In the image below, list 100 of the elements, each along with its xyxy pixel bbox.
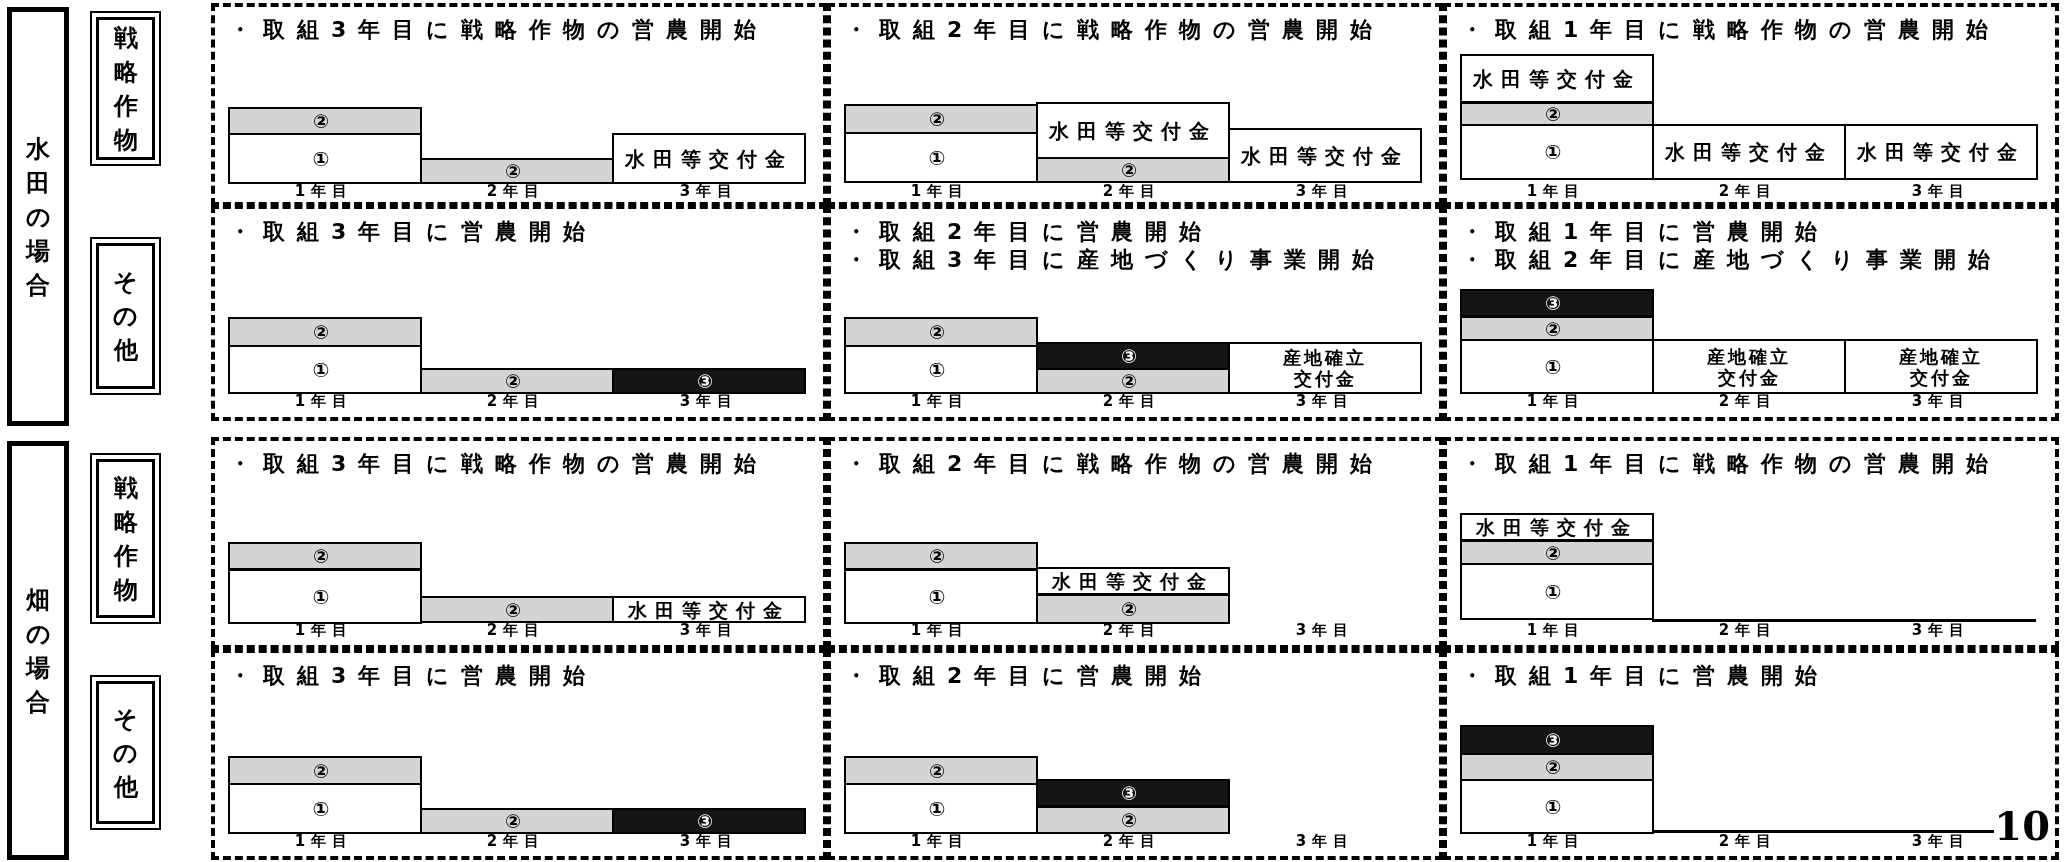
bar-segment: ② xyxy=(420,368,614,394)
header-text: ・取組1年目に戦略作物の営農開始 xyxy=(1461,17,2001,43)
vertical-label: 戦略作物 xyxy=(112,22,139,156)
year-label: 3年目 xyxy=(1910,183,1972,200)
label-box xyxy=(90,11,161,166)
bar-segment: ③ xyxy=(612,368,806,394)
header-text: ・取組2年目に産地づくり事業開始 xyxy=(1461,247,2003,273)
dashed-panel xyxy=(211,437,827,649)
year-label: 1年目 xyxy=(293,833,355,850)
dashed-panel xyxy=(827,205,1443,421)
bar-segment: 水田等交付金 xyxy=(1228,128,1422,183)
year-label: 2年目 xyxy=(1717,183,1779,200)
year-label: 1年目 xyxy=(1525,393,1587,410)
bar-segment: ① xyxy=(844,132,1038,183)
bar-segment: ② xyxy=(1460,316,1654,342)
year-label: 1年目 xyxy=(909,393,971,410)
vertical-label: その他 xyxy=(112,267,139,366)
dashed-panel xyxy=(211,205,827,421)
year-label: 2年目 xyxy=(1717,622,1779,639)
year-label: 2年目 xyxy=(1101,833,1163,850)
header-text: ・取組2年目に営農開始 xyxy=(845,219,1214,245)
year-label: 3年目 xyxy=(1910,833,1972,850)
dashed-panel xyxy=(1443,649,2059,860)
bar-segment: ② xyxy=(1036,806,1230,834)
bar-segment: ③ xyxy=(1460,725,1654,755)
bar-segment: ② xyxy=(420,596,614,623)
year-label: 2年目 xyxy=(485,622,547,639)
dashed-panel xyxy=(1443,3,2059,206)
vertical-label: 戦略作物 xyxy=(112,472,139,606)
year-label: 1年目 xyxy=(1525,183,1587,200)
header-text: ・取組3年目に産地づくり事業開始 xyxy=(845,247,1387,273)
bar-segment: ① xyxy=(1460,779,1654,834)
bar-segment: ① xyxy=(844,569,1038,624)
bar-segment: ② xyxy=(844,756,1038,786)
header-text: ・取組1年目に戦略作物の営農開始 xyxy=(1461,451,2001,477)
header-text: ・取組1年目に営農開始 xyxy=(1461,663,1830,689)
bar-segment: ② xyxy=(1460,102,1654,126)
year-label: 3年目 xyxy=(1294,393,1356,410)
header-text: ・取組2年目に営農開始 xyxy=(845,663,1214,689)
header-text: ・取組1年目に営農開始 xyxy=(1461,219,1830,245)
year-label: 2年目 xyxy=(1101,393,1163,410)
bar-segment: ② xyxy=(1036,594,1230,624)
header-text: ・取組3年目に戦略作物の営農開始 xyxy=(229,451,769,477)
year-label: 1年目 xyxy=(293,393,355,410)
year-label: 1年目 xyxy=(1525,833,1587,850)
bar-segment: ③ xyxy=(612,808,806,834)
year-label: 2年目 xyxy=(1717,393,1779,410)
bar-segment: ① xyxy=(844,783,1038,834)
vertical-label: その他 xyxy=(112,703,139,803)
bar-segment: 水田等交付金 xyxy=(1460,513,1654,541)
label-box xyxy=(7,441,69,860)
bar-segment: 水田等交付金 xyxy=(612,596,806,623)
year-label: 3年目 xyxy=(678,183,740,200)
header-text: ・取組2年目に戦略作物の営農開始 xyxy=(845,17,1385,43)
bar-segment: 水田等交付金 xyxy=(1036,567,1230,595)
dashed-panel xyxy=(827,437,1443,649)
bar-segment: 水田等交付金 xyxy=(1844,124,2038,180)
bar-segment: ① xyxy=(228,569,422,624)
bar-segment: ② xyxy=(1460,753,1654,781)
dashed-panel xyxy=(211,3,827,206)
bar-segment: ② xyxy=(1036,368,1230,394)
bar-segment: ② xyxy=(844,542,1038,570)
bar-segment: ② xyxy=(228,542,422,570)
year-label: 3年目 xyxy=(678,622,740,639)
year-label: 2年目 xyxy=(485,393,547,410)
year-label: 3年目 xyxy=(678,393,740,410)
year-label: 2年目 xyxy=(485,833,547,850)
bar-segment: ① xyxy=(1460,124,1654,180)
year-label: 3年目 xyxy=(1910,393,1972,410)
header-text: ・取組3年目に営農開始 xyxy=(229,663,598,689)
bar-segment: ③ xyxy=(1460,289,1654,317)
vertical-label: 水田の場合 xyxy=(24,133,52,301)
bar-segment: ② xyxy=(228,317,422,347)
year-label: 1年目 xyxy=(909,833,971,850)
year-label: 1年目 xyxy=(293,183,355,200)
bar-segment: ② xyxy=(1036,157,1230,183)
bar-segment: ② xyxy=(844,317,1038,347)
bar-segment: 産地確立交付金 xyxy=(1652,339,1846,394)
vertical-label: 畑の場合 xyxy=(24,584,52,718)
year-label: 3年目 xyxy=(1294,622,1356,639)
year-label: 3年目 xyxy=(678,833,740,850)
bar-segment: 水田等交付金 xyxy=(1460,54,1654,103)
header-text: ・取組3年目に営農開始 xyxy=(229,219,598,245)
bar-segment: ② xyxy=(1460,540,1654,566)
bar-segment: ② xyxy=(844,104,1038,134)
bar-segment: ① xyxy=(1460,339,1654,394)
year-label: 2年目 xyxy=(1717,833,1779,850)
dashed-panel xyxy=(1443,205,2059,421)
bar-segment: 水田等交付金 xyxy=(1652,124,1846,180)
year-label: 2年目 xyxy=(1101,183,1163,200)
label-box xyxy=(90,675,161,830)
bar-segment: ② xyxy=(228,107,422,135)
bar-segment: ① xyxy=(228,345,422,394)
bar-segment: ① xyxy=(228,133,422,184)
bar-segment: ① xyxy=(844,345,1038,394)
bar-segment: 水田等交付金 xyxy=(612,133,806,184)
dashed-panel xyxy=(211,649,827,860)
bar-segment: ③ xyxy=(1036,342,1230,370)
header-text: ・取組2年目に戦略作物の営農開始 xyxy=(845,451,1385,477)
year-label: 3年目 xyxy=(1910,622,1972,639)
